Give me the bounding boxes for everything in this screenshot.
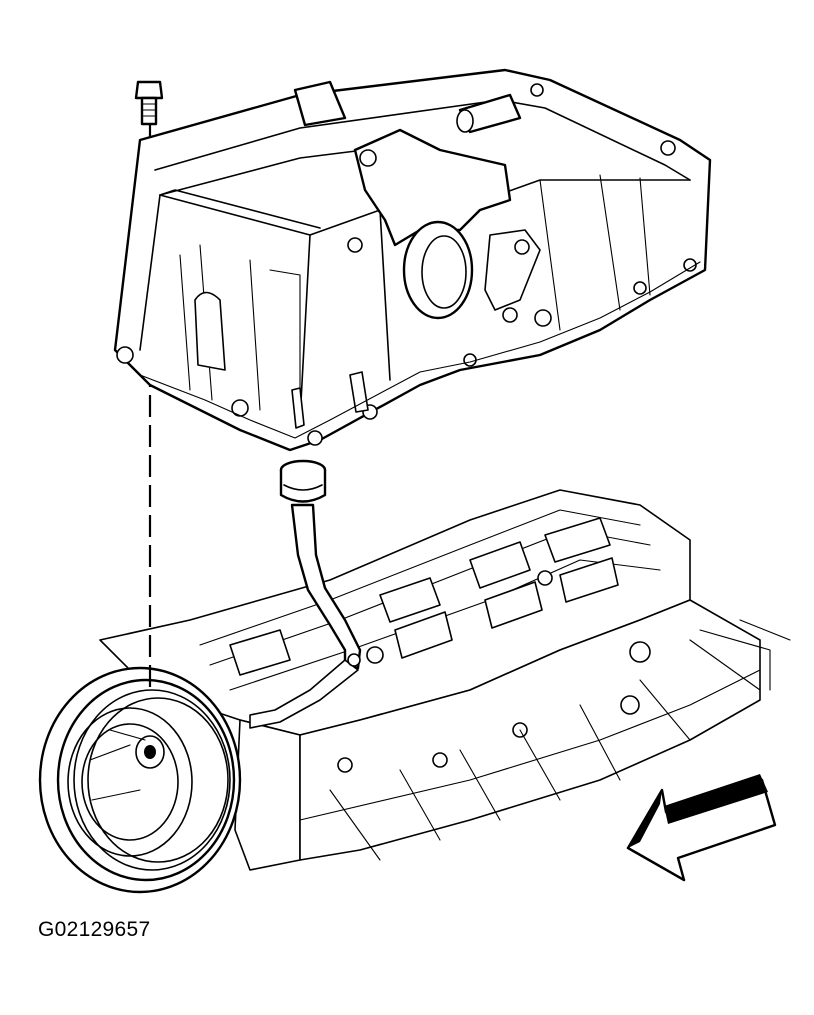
- engine-block: [99, 489, 791, 871]
- dipstick-tube: [249, 459, 362, 729]
- bolt-icon: [134, 80, 164, 126]
- figure-id-label: G02129657: [38, 918, 151, 941]
- oil-pan-cover: [113, 68, 712, 452]
- crankshaft-pulley: [38, 666, 242, 894]
- front-direction-arrow-icon: [626, 774, 777, 882]
